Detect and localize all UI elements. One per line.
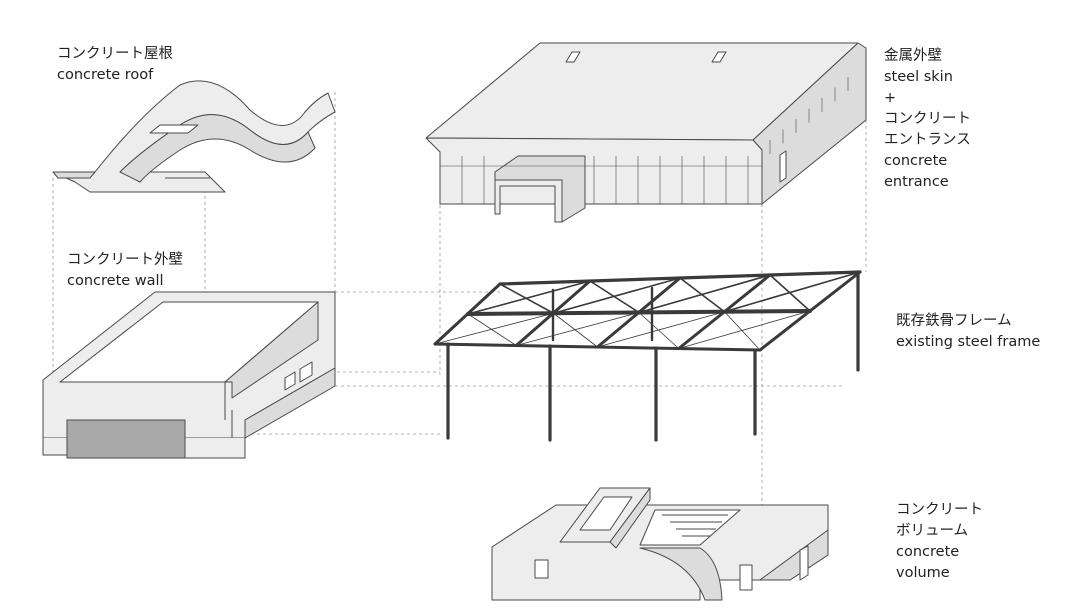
frame-brace-light: [467, 313, 517, 346]
frame-brace-light: [597, 311, 725, 348]
label-steel-skin-line4: コンクリート: [884, 111, 971, 127]
frame-brace: [552, 277, 681, 315]
steel-skin: [425, 42, 867, 223]
label-concrete-roof-ja: コンクリート屋根: [57, 46, 173, 62]
label-steel-frame-ja: 既存鉄骨フレーム: [896, 313, 1012, 329]
label-steel-frame: 既存鉄骨フレーム existing steel frame: [896, 311, 1040, 353]
label-steel-frame-en: existing steel frame: [896, 334, 1041, 350]
label-steel-skin-line3: +: [884, 90, 897, 106]
steel-skin-ribs: [440, 77, 849, 204]
label-concrete-volume-line3: concrete: [896, 544, 960, 560]
frame-brace: [723, 271, 861, 313]
label-concrete-wall: コンクリート外壁 concrete wall: [67, 250, 183, 292]
concrete-volume: [491, 487, 829, 601]
label-concrete-roof: コンクリート屋根 concrete roof: [57, 44, 173, 86]
label-steel-skin: 金属外壁 steel skin + コンクリート エントランス concrete…: [884, 46, 971, 193]
frame-brace-light: [553, 312, 598, 348]
concrete-roof: [52, 80, 336, 193]
label-steel-skin-line6: concrete: [884, 153, 948, 169]
label-steel-skin-line5: エントランス: [884, 132, 971, 148]
frame-brace-light: [515, 312, 640, 346]
concrete-wall: [42, 291, 336, 459]
label-concrete-wall-ja: コンクリート外壁: [67, 252, 183, 268]
label-steel-skin-line7: entrance: [884, 174, 949, 190]
label-concrete-volume-line2: ボリューム: [896, 523, 969, 539]
frame-brace: [638, 274, 771, 314]
frame-brace: [467, 280, 591, 315]
existing-steel-frame: [433, 270, 862, 442]
label-steel-skin-line1: 金属外壁: [884, 48, 942, 64]
label-concrete-volume-line1: コンクリート: [896, 502, 983, 518]
label-concrete-volume-line4: volume: [896, 565, 950, 581]
frame-brace-light: [434, 312, 554, 345]
label-concrete-volume: コンクリート ボリューム concrete volume: [896, 500, 983, 584]
label-concrete-wall-en: concrete wall: [67, 273, 164, 289]
frame-brace-light: [724, 311, 761, 351]
label-steel-skin-line2: steel skin: [884, 69, 953, 85]
frame-brace-light: [678, 310, 811, 349]
frame-brace-light: [638, 312, 680, 349]
label-concrete-roof-en: concrete roof: [57, 67, 154, 83]
